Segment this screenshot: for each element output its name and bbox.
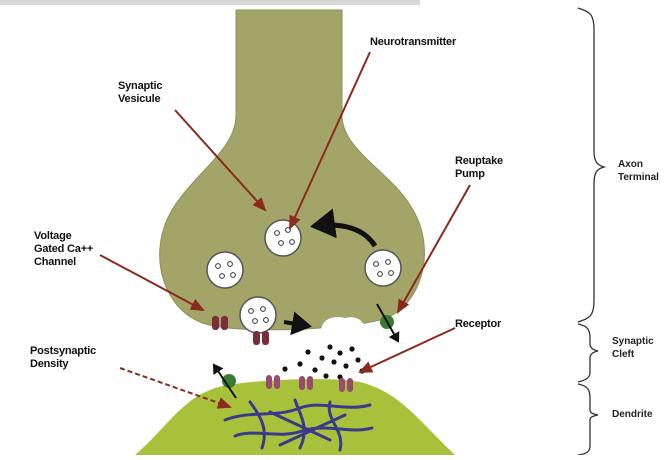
- faded-header-strip: [0, 0, 420, 5]
- region-synaptic-cleft: Synaptic Cleft: [612, 335, 654, 361]
- label-voltage-gated-channel: Voltage Gated Ca++ Channel: [34, 230, 93, 269]
- synaptic-cleft-brace: [578, 324, 598, 382]
- label-receptor: Receptor: [455, 318, 501, 331]
- label-reuptake-pump: Reuptake Pump: [455, 155, 503, 181]
- label-neurotransmitter: Neurotransmitter: [370, 36, 456, 49]
- fusing-vesicle: [321, 317, 365, 344]
- dendrite-brace: [578, 384, 598, 455]
- axon-terminal-brace: [578, 8, 604, 322]
- synaptic-vesicle-icon: [365, 250, 401, 286]
- density-pointer: [120, 368, 230, 407]
- synaptic-vesicle-icon: [265, 220, 301, 256]
- neurotransmitter-molecule-icon: [282, 344, 364, 379]
- label-postsynaptic-density: Postsynaptic Density: [30, 345, 96, 371]
- region-braces: [578, 8, 604, 455]
- synaptic-vesicle-icon: [207, 252, 243, 288]
- region-dendrite: Dendrite: [612, 408, 653, 421]
- receptor-pointer: [360, 328, 455, 372]
- synaptic-vesicle-icon: [240, 297, 276, 333]
- region-axon-terminal: Axon Terminal: [618, 158, 659, 184]
- label-synaptic-vesicule: Synaptic Vesicule: [118, 80, 162, 106]
